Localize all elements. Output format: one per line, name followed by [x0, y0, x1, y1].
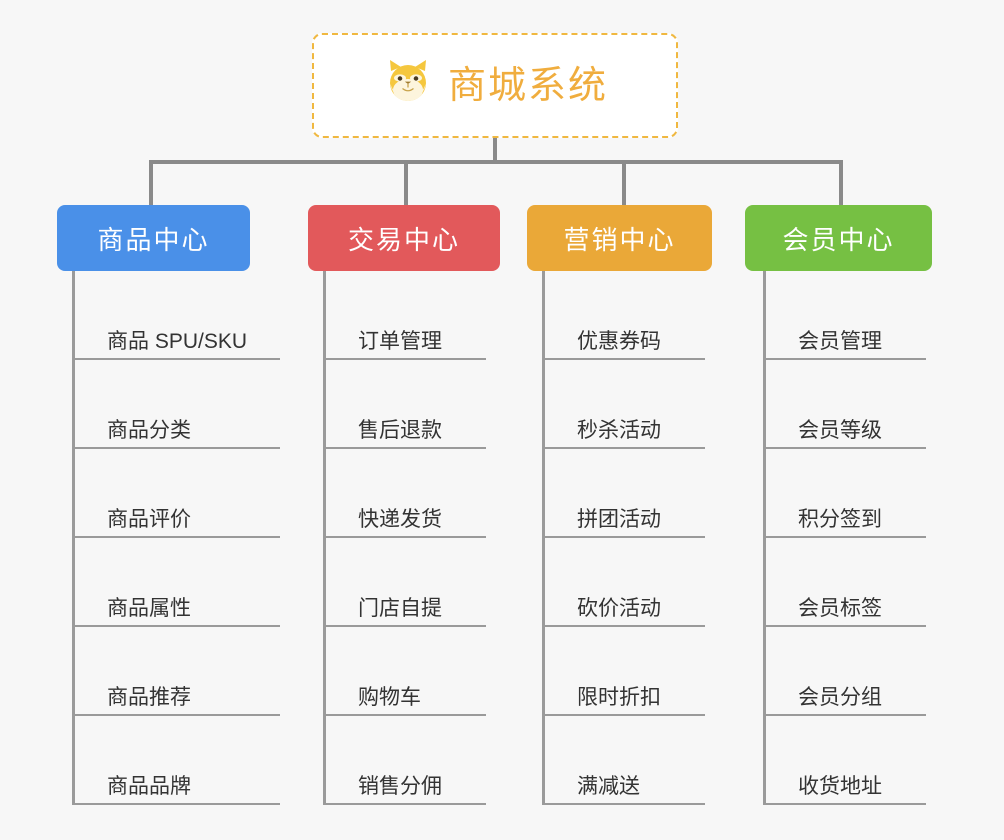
sub-item[interactable]: 会员等级 — [766, 360, 926, 449]
connector-stem — [493, 138, 497, 162]
sub-item[interactable]: 订单管理 — [326, 271, 486, 360]
sub-item[interactable]: 商品推荐 — [75, 627, 280, 716]
category-box-1[interactable]: 商品中心 — [57, 205, 250, 271]
sub-item[interactable]: 会员管理 — [766, 271, 926, 360]
category-label: 会员中心 — [782, 224, 895, 255]
sub-item-label: 售后退款 — [358, 418, 442, 442]
sub-item-label: 购物车 — [358, 685, 421, 709]
sub-item-label: 商品品牌 — [107, 774, 191, 798]
connector-drop-1 — [149, 160, 153, 205]
sub-item[interactable]: 拼团活动 — [545, 449, 705, 538]
category-box-4[interactable]: 会员中心 — [745, 205, 932, 271]
sub-item[interactable]: 门店自提 — [326, 538, 486, 627]
sub-item-label: 会员分组 — [798, 685, 882, 709]
sub-item-label: 满减送 — [577, 774, 640, 798]
sub-item-label: 收货地址 — [798, 774, 882, 798]
sub-item-label: 商品评价 — [107, 507, 191, 531]
sub-item[interactable]: 商品属性 — [75, 538, 280, 627]
connector-drop-4 — [839, 160, 843, 205]
sub-item-label: 订单管理 — [358, 329, 442, 353]
sub-item[interactable]: 积分签到 — [766, 449, 926, 538]
sub-item[interactable]: 收货地址 — [766, 716, 926, 805]
sub-item-label: 积分签到 — [798, 507, 882, 531]
category-box-2[interactable]: 交易中心 — [308, 205, 500, 271]
sub-item-label: 门店自提 — [358, 596, 442, 620]
sub-item[interactable]: 优惠券码 — [545, 271, 705, 360]
sub-item-label: 限时折扣 — [577, 685, 661, 709]
sub-item-label: 砍价活动 — [577, 596, 661, 620]
sub-item[interactable]: 砍价活动 — [545, 538, 705, 627]
root-title: 商城系统 — [447, 64, 608, 107]
sub-item[interactable]: 满减送 — [545, 716, 705, 805]
sub-item-label: 秒杀活动 — [577, 418, 661, 442]
sub-item-column-4: 会员管理会员等级积分签到会员标签会员分组收货地址 — [763, 271, 933, 805]
sub-item-label: 会员标签 — [798, 596, 882, 620]
sub-item-column-1: 商品 SPU/SKU 商品分类商品评价商品属性商品推荐商品品牌 — [72, 271, 287, 805]
sub-item[interactable]: 秒杀活动 — [545, 360, 705, 449]
column-spine — [763, 271, 766, 805]
sub-item[interactable]: 销售分佣 — [326, 716, 486, 805]
sub-item[interactable]: 购物车 — [326, 627, 486, 716]
sub-item[interactable]: 商品分类 — [75, 360, 280, 449]
column-spine — [323, 271, 326, 805]
connector-drop-3 — [622, 160, 626, 205]
sub-item[interactable]: 商品品牌 — [75, 716, 280, 805]
sub-item-label: 快递发货 — [358, 507, 442, 531]
sub-item-column-3: 优惠券码秒杀活动拼团活动砍价活动限时折扣满减送 — [542, 271, 712, 805]
sub-item[interactable]: 会员标签 — [766, 538, 926, 627]
column-spine — [72, 271, 75, 805]
sub-item[interactable]: 会员分组 — [766, 627, 926, 716]
sub-item-label: 商品 SPU/SKU — [107, 329, 248, 353]
sub-item-label: 商品属性 — [107, 596, 191, 620]
sub-item-label: 优惠券码 — [577, 329, 661, 353]
category-label: 商品中心 — [97, 224, 210, 255]
sub-item[interactable]: 限时折扣 — [545, 627, 705, 716]
sub-item-label: 拼团活动 — [577, 507, 661, 531]
root-node[interactable]: 商城系统 — [312, 33, 678, 138]
connector-bus — [149, 160, 839, 164]
column-spine — [542, 271, 545, 805]
connector-drop-2 — [404, 160, 408, 205]
sub-item-label: 会员等级 — [798, 418, 882, 442]
sub-item[interactable]: 商品 SPU/SKU — [75, 271, 280, 360]
category-label: 营销中心 — [563, 224, 676, 255]
sub-item[interactable]: 售后退款 — [326, 360, 486, 449]
sub-item-label: 商品推荐 — [107, 685, 191, 709]
sub-item-label: 销售分佣 — [358, 774, 442, 798]
sub-item-label: 商品分类 — [107, 418, 191, 442]
shiba-dog-icon — [382, 57, 434, 114]
category-box-3[interactable]: 营销中心 — [527, 205, 712, 271]
sub-item-label: 会员管理 — [798, 329, 882, 353]
category-label: 交易中心 — [347, 224, 460, 255]
sub-item[interactable]: 快递发货 — [326, 449, 486, 538]
sub-item[interactable]: 商品评价 — [75, 449, 280, 538]
sub-item-column-2: 订单管理售后退款快递发货门店自提购物车销售分佣 — [323, 271, 493, 805]
